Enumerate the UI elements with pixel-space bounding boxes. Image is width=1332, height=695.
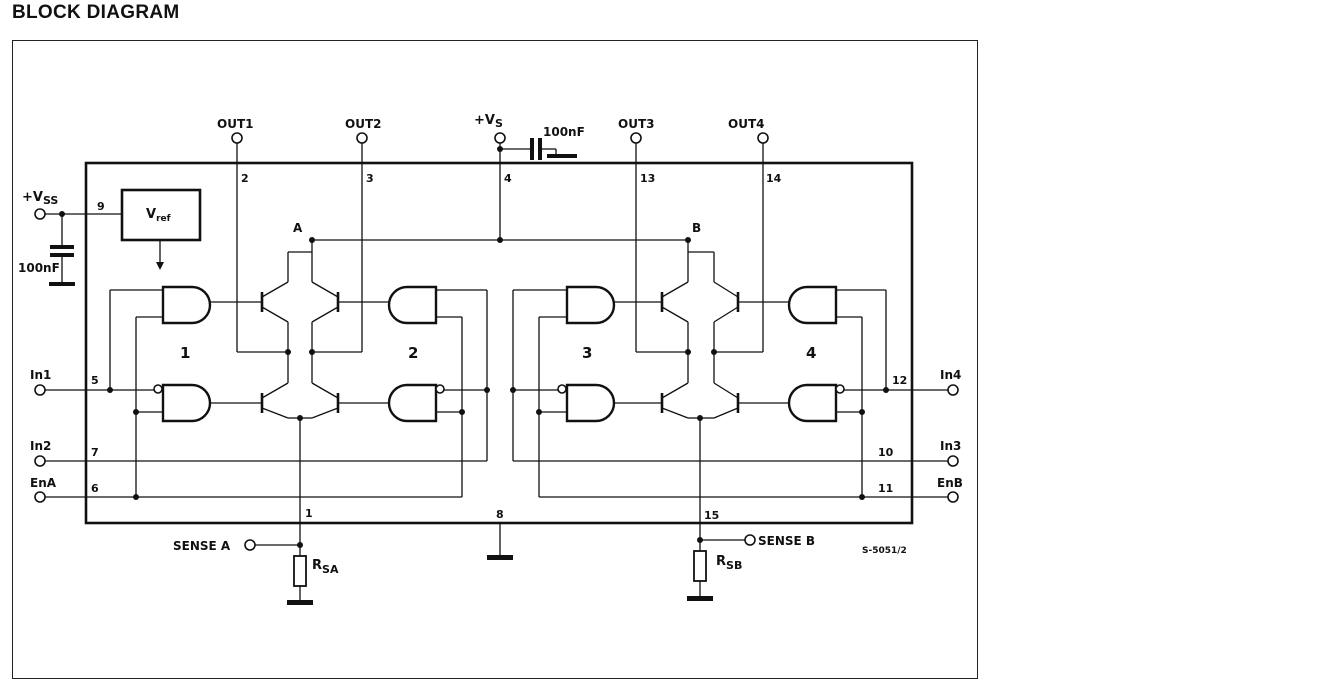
out1-label: OUT1 bbox=[217, 117, 253, 131]
node-b-label: B bbox=[692, 221, 701, 235]
in2-label: In2 bbox=[30, 439, 51, 453]
bridge-1-label: 1 bbox=[180, 344, 190, 362]
pin-10-label: 10 bbox=[878, 446, 894, 459]
vref-arrow-icon bbox=[156, 262, 164, 270]
rsb-label: RSB bbox=[716, 554, 742, 572]
pin-9-label: 9 bbox=[97, 200, 105, 213]
pin-13-label: 13 bbox=[640, 172, 655, 185]
out4-label: OUT4 bbox=[728, 117, 764, 131]
rsb-ground-icon bbox=[687, 596, 713, 601]
ena-pin bbox=[34, 491, 46, 503]
transistor-q5 bbox=[660, 240, 689, 323]
pin-4-label: 4 bbox=[504, 172, 512, 185]
vss-cap-label: 100nF bbox=[18, 261, 60, 275]
transistor-q3 bbox=[260, 382, 300, 419]
ground-icon bbox=[487, 555, 513, 560]
vss-label: +VSS bbox=[22, 190, 58, 207]
and-gate-2-bottom bbox=[387, 383, 438, 423]
bridge-2-label: 2 bbox=[408, 344, 418, 362]
and-gate-3-top bbox=[565, 285, 616, 325]
sense-b-pin bbox=[744, 534, 756, 546]
bridge-3-label: 3 bbox=[582, 344, 592, 362]
out2-label: OUT2 bbox=[345, 117, 381, 131]
pin-8-label: 8 bbox=[496, 508, 504, 521]
and-gate-4-top bbox=[787, 285, 838, 325]
pin-7-label: 7 bbox=[91, 446, 99, 459]
page-title: BLOCK DIAGRAM bbox=[12, 2, 180, 23]
in1-label: In1 bbox=[30, 368, 51, 382]
out3-pin bbox=[630, 132, 642, 144]
transistor-q1 bbox=[260, 251, 312, 323]
vs-cap-label: 100nF bbox=[543, 125, 585, 139]
vs-pin bbox=[494, 132, 506, 144]
pin-11-label: 11 bbox=[878, 482, 893, 495]
vref-label: Vref bbox=[146, 207, 171, 224]
pin-15-label: 15 bbox=[704, 509, 719, 522]
and-gate-3-bottom bbox=[565, 383, 616, 423]
transistor-q2 bbox=[311, 240, 340, 323]
out4-pin bbox=[757, 132, 769, 144]
sense-a-pin bbox=[244, 539, 256, 551]
in3-label: In3 bbox=[940, 439, 961, 453]
and-gate-1-bottom bbox=[161, 383, 212, 423]
in4-label: In4 bbox=[940, 368, 961, 382]
ic-outline bbox=[84, 161, 914, 525]
out1-pin bbox=[231, 132, 243, 144]
and-gate-2-top bbox=[387, 285, 438, 325]
vss-ground-icon bbox=[49, 282, 75, 286]
vs-label: +VS bbox=[474, 113, 503, 130]
enb-pin bbox=[947, 491, 959, 503]
rsa-resistor bbox=[293, 555, 307, 587]
node-a-label: A bbox=[293, 221, 303, 235]
transistor-q7 bbox=[660, 382, 700, 419]
pin-2-label: 2 bbox=[241, 172, 249, 185]
out3-label: OUT3 bbox=[618, 117, 654, 131]
in3-pin bbox=[947, 455, 959, 467]
sense-a-label: SENSE A bbox=[173, 539, 231, 553]
vs-ground-icon bbox=[547, 154, 577, 158]
rsa-ground-icon bbox=[287, 600, 313, 605]
vs-capacitor bbox=[530, 138, 534, 160]
rsb-resistor bbox=[693, 550, 707, 582]
pin-1-label: 1 bbox=[305, 507, 313, 520]
and-gate-4-bottom bbox=[787, 383, 838, 423]
in2-pin bbox=[34, 455, 46, 467]
ena-label: EnA bbox=[30, 476, 57, 490]
bridge-4-label: 4 bbox=[806, 344, 816, 362]
transistor-q8 bbox=[700, 382, 740, 419]
vref-block bbox=[120, 188, 202, 242]
pin-5-label: 5 bbox=[91, 374, 99, 387]
reference-code: S-5051/2 bbox=[862, 546, 907, 556]
in4-pin bbox=[947, 384, 959, 396]
vss-pin bbox=[34, 208, 46, 220]
transistor-q6 bbox=[688, 251, 740, 323]
rsa-label: RSA bbox=[312, 558, 339, 576]
pin-6-label: 6 bbox=[91, 482, 99, 495]
transistor-q4 bbox=[300, 382, 340, 419]
pin-14-label: 14 bbox=[766, 172, 782, 185]
sense-b-label: SENSE B bbox=[758, 534, 815, 548]
pin-12-label: 12 bbox=[892, 374, 907, 387]
vss-capacitor bbox=[50, 245, 74, 249]
inverter-bubble bbox=[153, 384, 163, 394]
and-gate-1-top bbox=[161, 285, 212, 325]
in1-pin bbox=[34, 384, 46, 396]
diagram-frame bbox=[12, 40, 978, 679]
pin-3-label: 3 bbox=[366, 172, 374, 185]
enb-label: EnB bbox=[937, 476, 963, 490]
out2-pin bbox=[356, 132, 368, 144]
